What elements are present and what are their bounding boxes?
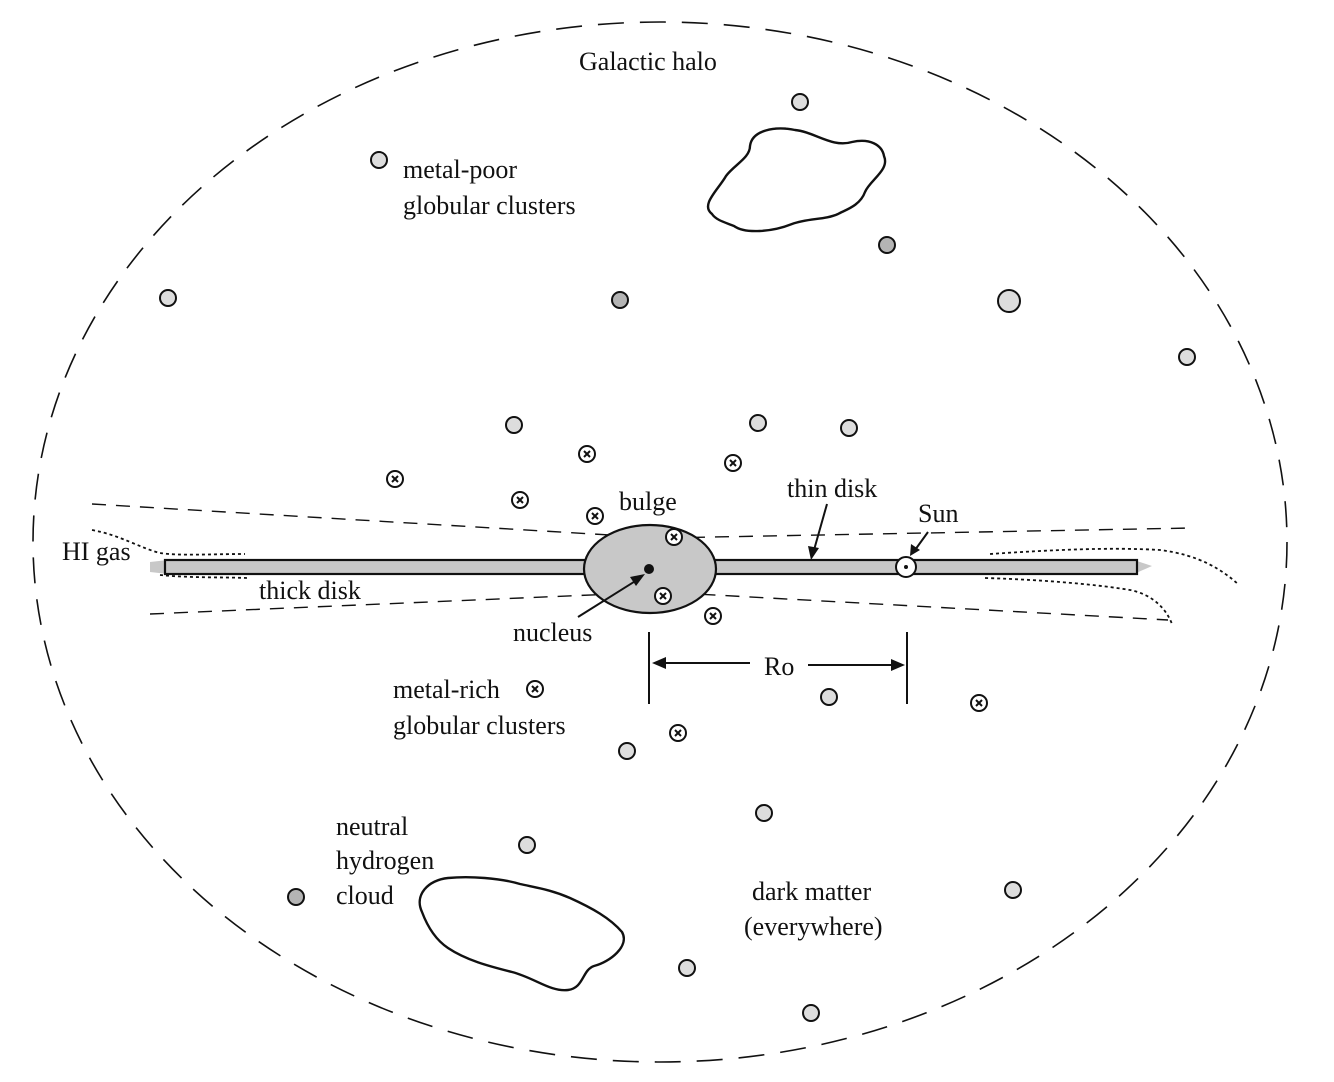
r0-label: Ro (764, 652, 794, 681)
metal-poor-globular-clusters (159, 93, 1196, 1022)
thin-disk-right-fade (1134, 560, 1152, 574)
sun-marker-dot (904, 565, 908, 569)
metal-rich-cluster (511, 491, 529, 509)
neutral-hydrogen-label-line2: hydrogen (336, 846, 434, 875)
metal-rich-cluster (669, 724, 687, 742)
metal-poor-cluster (840, 419, 858, 437)
metal-poor-cluster (1178, 348, 1196, 366)
hi-gas-label: HI gas (62, 537, 131, 566)
metal-rich-cluster (665, 528, 683, 546)
metal-poor-cluster (802, 1004, 820, 1022)
metal-poor-cluster (820, 688, 838, 706)
neutral-hydrogen-label-line1: neutral (336, 812, 408, 841)
sun-arrow-line (914, 531, 929, 551)
metal-poor-cluster (1004, 881, 1022, 899)
metal-rich-cluster (586, 507, 604, 525)
metal-poor-cluster (618, 742, 636, 760)
neutral-hydrogen-label-line3: cloud (336, 881, 394, 910)
dark-matter-label-line2: (everywhere) (744, 912, 883, 941)
metal-rich-cluster (386, 470, 404, 488)
thick-disk-label: thick disk (259, 576, 361, 605)
hi-gas-left-lower (159, 574, 249, 579)
metal-rich-cluster (578, 445, 596, 463)
galactic-halo-label: Galactic halo (579, 47, 717, 76)
metal-rich-label-line1: metal-rich (393, 675, 500, 704)
thin-disk-arrow-line (813, 503, 828, 551)
hi-gas-right-upper (989, 547, 1239, 585)
metal-poor-cluster (505, 416, 523, 434)
metal-poor-label-line1: metal-poor (403, 155, 517, 184)
metal-poor-cluster (611, 291, 629, 309)
bulge-label: bulge (619, 487, 677, 516)
metal-poor-cluster (878, 236, 896, 254)
metal-rich-globular-clusters (386, 445, 988, 742)
sun-arrowhead (910, 544, 920, 556)
metal-poor-cluster (370, 151, 388, 169)
metal-poor-cluster (997, 289, 1021, 313)
nucleus-arrowhead (630, 574, 645, 586)
metal-poor-cluster (749, 414, 767, 432)
metal-poor-cluster (518, 836, 536, 854)
metal-poor-cluster (287, 888, 305, 906)
metal-poor-cluster (755, 804, 773, 822)
metal-rich-cluster (704, 607, 722, 625)
metal-rich-cluster (970, 694, 988, 712)
thick-disk-upper-edge (91, 503, 1193, 539)
gas-cloud-lower (418, 876, 625, 992)
thin-disk-arrowhead (808, 546, 819, 560)
dark-matter-label-line1: dark matter (752, 877, 871, 906)
gas-cloud-upper (706, 127, 887, 233)
metal-poor-cluster (159, 289, 177, 307)
metal-rich-legend-symbol (526, 680, 544, 698)
metal-rich-cluster (724, 454, 742, 472)
nucleus (644, 564, 654, 574)
sun-label: Sun (918, 499, 958, 528)
thin-disk-label: thin disk (787, 474, 877, 503)
metal-poor-cluster (791, 93, 809, 111)
nucleus-arrow-line (577, 579, 638, 618)
metal-rich-cluster (654, 587, 672, 605)
metal-poor-cluster (678, 959, 696, 977)
r0-right-arrowhead (891, 659, 905, 671)
metal-rich-label-line2: globular clusters (393, 711, 566, 740)
galactic-halo-boundary (32, 21, 1288, 1063)
pointer-arrows (577, 503, 929, 618)
nucleus-label: nucleus (513, 618, 592, 647)
r0-distance-marker (648, 632, 908, 704)
hi-gas-left-upper (91, 529, 246, 556)
r0-left-arrowhead (652, 657, 666, 669)
thin-disk-left-fade (150, 560, 168, 574)
metal-poor-label-line2: globular clusters (403, 191, 576, 220)
hi-gas-right-lower (984, 577, 1173, 625)
